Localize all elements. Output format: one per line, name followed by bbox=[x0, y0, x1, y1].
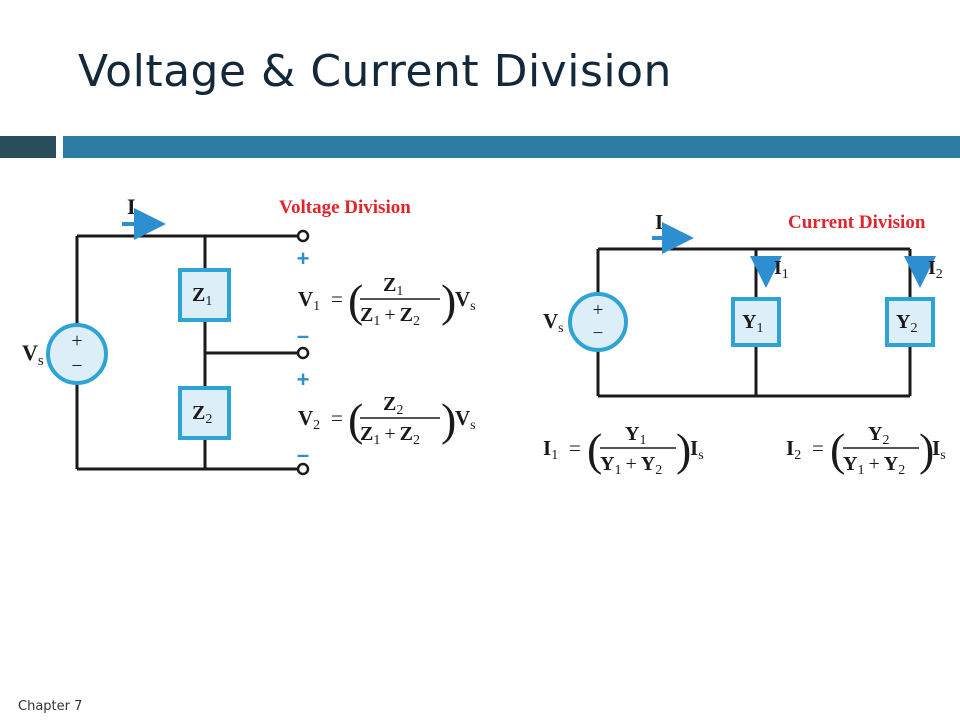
i1-label: I1 bbox=[774, 257, 789, 282]
equation-v1: V1 = ( Z1 Z1+Z2 ) Vs bbox=[298, 274, 476, 329]
v2-plus: + bbox=[297, 367, 310, 392]
svg-text:Vs: Vs bbox=[455, 287, 476, 314]
svg-text:): ) bbox=[919, 424, 934, 475]
z2-label: Z2 bbox=[192, 402, 212, 427]
admittance-y2 bbox=[885, 297, 935, 347]
i2-label: I2 bbox=[928, 257, 943, 282]
current-division-heading: Current Division bbox=[788, 212, 926, 233]
source-label: Vs bbox=[22, 340, 44, 369]
svg-text:Y1: Y1 bbox=[625, 423, 646, 448]
voltage-source-left bbox=[46, 323, 108, 385]
svg-text:(: ( bbox=[587, 424, 602, 475]
svg-text:Y2: Y2 bbox=[868, 423, 889, 448]
z1-label: Z1 bbox=[192, 284, 212, 309]
impedance-z1 bbox=[178, 268, 231, 322]
svg-text:I2: I2 bbox=[786, 436, 801, 463]
impedance-z2 bbox=[178, 386, 231, 440]
svg-text:(: ( bbox=[830, 424, 845, 475]
title-bar bbox=[63, 136, 960, 158]
svg-text:V1: V1 bbox=[298, 287, 320, 314]
svg-text:Z2: Z2 bbox=[383, 393, 403, 418]
svg-text:=: = bbox=[331, 406, 343, 430]
terminal-bottom bbox=[296, 462, 310, 476]
svg-text:Is: Is bbox=[690, 436, 704, 463]
title-bar-accent bbox=[0, 136, 56, 158]
current-source-right bbox=[568, 292, 628, 352]
svg-text:Y1+Y2: Y1+Y2 bbox=[843, 453, 905, 478]
y2-label: Y2 bbox=[896, 311, 917, 336]
svg-text:): ) bbox=[441, 275, 456, 326]
svg-text:(: ( bbox=[348, 275, 363, 326]
current-label-is: Is bbox=[127, 194, 142, 223]
slide-title: Voltage & Current Division bbox=[78, 46, 672, 97]
equation-i1: I1 = ( Y1 Y1+Y2 ) Is bbox=[543, 423, 704, 478]
voltage-division-heading: Voltage Division bbox=[279, 197, 411, 218]
terminal-top bbox=[296, 229, 310, 243]
cd-source-label: Vs bbox=[543, 309, 564, 336]
equation-i2: I2 = ( Y2 Y1+Y2 ) Is bbox=[786, 423, 946, 478]
svg-text:=: = bbox=[569, 436, 581, 460]
svg-text:): ) bbox=[676, 424, 691, 475]
svg-text:V2: V2 bbox=[298, 406, 320, 433]
svg-text:=: = bbox=[812, 436, 824, 460]
v1-plus: + bbox=[297, 246, 310, 271]
svg-text:Z1: Z1 bbox=[383, 274, 403, 299]
svg-text:Is: Is bbox=[932, 436, 946, 463]
svg-text:(: ( bbox=[348, 394, 363, 445]
v2-minus: – bbox=[297, 442, 309, 467]
equation-v2: V2 = ( Z2 Z1+Z2 ) Vs bbox=[298, 393, 476, 448]
cd-source-plus: + bbox=[593, 300, 604, 321]
svg-text:=: = bbox=[331, 287, 343, 311]
source-minus: − bbox=[71, 355, 82, 377]
slide-footer: Chapter 7 bbox=[18, 699, 83, 714]
cd-source-minus: − bbox=[593, 323, 604, 344]
svg-text:I1: I1 bbox=[543, 436, 558, 463]
y1-label: Y1 bbox=[742, 311, 763, 336]
admittance-y1 bbox=[731, 297, 781, 347]
svg-text:): ) bbox=[441, 394, 456, 445]
svg-text:Y1+Y2: Y1+Y2 bbox=[600, 453, 662, 478]
svg-text:Vs: Vs bbox=[455, 406, 476, 433]
v1-minus: – bbox=[297, 323, 309, 348]
terminal-middle bbox=[296, 346, 310, 360]
voltage-division-circuit bbox=[75, 234, 298, 471]
cd-current-label-is: Is bbox=[655, 210, 669, 237]
source-plus: + bbox=[71, 330, 82, 352]
svg-text:Z1+Z2: Z1+Z2 bbox=[360, 423, 420, 448]
svg-text:Z1+Z2: Z1+Z2 bbox=[360, 304, 420, 329]
